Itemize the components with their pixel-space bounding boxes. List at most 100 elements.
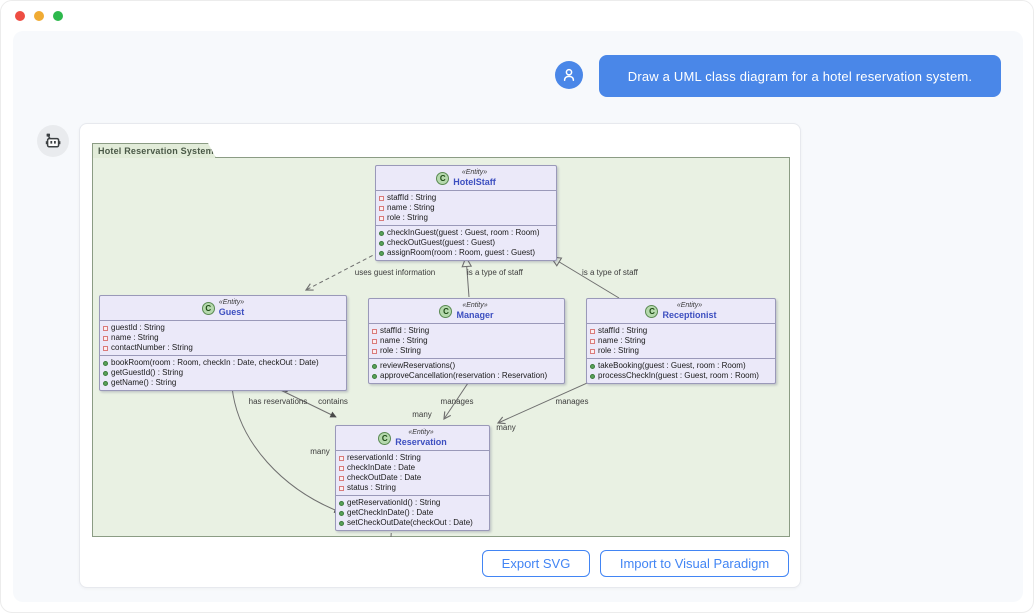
class-header: C «Entity» HotelStaff xyxy=(376,166,556,191)
operation-row: getCheckInDate() : Date xyxy=(339,508,486,518)
attributes-section: staffId : String name : String role : St… xyxy=(376,191,556,226)
operation-row: setCheckOutDate(checkOut : Date) xyxy=(339,518,486,528)
attribute-text: reservationId : String xyxy=(347,453,421,463)
class-name: Manager xyxy=(456,310,493,321)
export-svg-button[interactable]: Export SVG xyxy=(482,550,590,577)
operation-row: bookRoom(room : Room, checkIn : Date, ch… xyxy=(103,358,343,368)
generalization-receptionist[interactable] xyxy=(551,257,619,298)
class-hotelstaff[interactable]: C «Entity» HotelStaff staffId : String n… xyxy=(375,165,557,261)
operation-row: assignRoom(room : Room, guest : Guest) xyxy=(379,248,553,258)
operation-text: checkInGuest(guest : Guest, room : Room) xyxy=(387,228,540,238)
generalization-manager[interactable] xyxy=(466,257,469,297)
attribute-bullet-icon xyxy=(339,466,344,471)
attribute-text: role : String xyxy=(598,346,639,356)
maximize-button[interactable] xyxy=(53,11,63,21)
attribute-bullet-icon xyxy=(339,476,344,481)
user-message-bubble: Draw a UML class diagram for a hotel res… xyxy=(599,55,1001,97)
attribute-text: name : String xyxy=(380,336,428,346)
operation-text: getCheckInDate() : Date xyxy=(347,508,433,518)
operation-text: reviewReservations() xyxy=(380,361,455,371)
operation-text: setCheckOutDate(checkOut : Date) xyxy=(347,518,473,528)
class-manager[interactable]: C «Entity» Manager staffId : String name… xyxy=(368,298,565,384)
attributes-section: reservationId : String checkInDate : Dat… xyxy=(336,451,489,496)
operation-bullet-icon xyxy=(103,381,108,386)
attribute-text: checkInDate : Date xyxy=(347,463,415,473)
operations-section: takeBooking(guest : Guest, room : Room) … xyxy=(587,359,775,383)
operation-row: checkInGuest(guest : Guest, room : Room) xyxy=(379,228,553,238)
attribute-row: staffId : String xyxy=(379,193,553,203)
class-name: HotelStaff xyxy=(453,177,496,188)
attribute-bullet-icon xyxy=(103,346,108,351)
attribute-row: role : String xyxy=(372,346,561,356)
import-visual-paradigm-button[interactable]: Import to Visual Paradigm xyxy=(600,550,789,577)
robot-icon xyxy=(43,131,63,151)
attribute-row: role : String xyxy=(379,213,553,223)
edge-label-is-type-left: is a type of staff xyxy=(467,268,524,277)
class-reservation[interactable]: C «Entity» Reservation reservationId : S… xyxy=(335,425,490,531)
attribute-row: guestId : String xyxy=(103,323,343,333)
operations-section: reviewReservations() approveCancellation… xyxy=(369,359,564,383)
class-name: Receptionist xyxy=(662,310,716,321)
class-stereotype: «Entity» xyxy=(677,301,702,310)
operation-row: processCheckIn(guest : Guest, room : Roo… xyxy=(590,371,772,381)
class-stereotype: «Entity» xyxy=(462,301,487,310)
multiplicity-many-mid: many xyxy=(412,410,432,419)
operation-row: reviewReservations() xyxy=(372,361,561,371)
operation-text: takeBooking(guest : Guest, room : Room) xyxy=(598,361,746,371)
operation-bullet-icon xyxy=(103,361,108,366)
class-icon: C xyxy=(378,432,391,445)
class-receptionist[interactable]: C «Entity» Receptionist staffId : String… xyxy=(586,298,776,384)
operation-row: checkOutGuest(guest : Guest) xyxy=(379,238,553,248)
attribute-row: name : String xyxy=(372,336,561,346)
close-button[interactable] xyxy=(15,11,25,21)
operations-section: checkInGuest(guest : Guest, room : Room)… xyxy=(376,226,556,260)
attribute-row: checkInDate : Date xyxy=(339,463,486,473)
operation-text: getReservationId() : String xyxy=(347,498,440,508)
attribute-bullet-icon xyxy=(103,326,108,331)
operation-bullet-icon xyxy=(379,241,384,246)
minimize-button[interactable] xyxy=(34,11,44,21)
operation-text: checkOutGuest(guest : Guest) xyxy=(387,238,495,248)
operations-section: bookRoom(room : Room, checkIn : Date, ch… xyxy=(100,356,346,390)
attribute-text: name : String xyxy=(111,333,159,343)
operation-row: getName() : String xyxy=(103,378,343,388)
attribute-row: reservationId : String xyxy=(339,453,486,463)
attribute-bullet-icon xyxy=(339,486,344,491)
class-icon: C xyxy=(202,302,215,315)
class-guest[interactable]: C «Entity» Guest guestId : String name :… xyxy=(99,295,347,391)
class-name: Reservation xyxy=(395,437,447,448)
attribute-text: checkOutDate : Date xyxy=(347,473,421,483)
operation-row: takeBooking(guest : Guest, room : Room) xyxy=(590,361,772,371)
operation-bullet-icon xyxy=(372,374,377,379)
attribute-bullet-icon xyxy=(590,339,595,344)
attribute-text: guestId : String xyxy=(111,323,165,333)
class-icon: C xyxy=(436,172,449,185)
attribute-bullet-icon xyxy=(379,196,384,201)
class-header: C «Entity» Guest xyxy=(100,296,346,321)
attribute-text: staffId : String xyxy=(387,193,436,203)
person-icon xyxy=(561,67,577,83)
attribute-text: name : String xyxy=(598,336,646,346)
edge-label-uses: uses guest information xyxy=(355,268,436,277)
attribute-row: name : String xyxy=(103,333,343,343)
edge-label-manages-right: manages xyxy=(556,397,589,406)
attribute-bullet-icon xyxy=(590,349,595,354)
user-avatar xyxy=(555,61,583,89)
operation-text: getName() : String xyxy=(111,378,176,388)
attribute-bullet-icon xyxy=(372,339,377,344)
class-icon: C xyxy=(439,305,452,318)
attribute-text: role : String xyxy=(380,346,421,356)
operations-section: getReservationId() : String getCheckInDa… xyxy=(336,496,489,530)
attribute-bullet-icon xyxy=(379,216,384,221)
attributes-section: staffId : String name : String role : St… xyxy=(369,324,564,359)
attribute-text: role : String xyxy=(387,213,428,223)
class-stereotype: «Entity» xyxy=(219,298,244,307)
class-name: Guest xyxy=(219,307,245,318)
attribute-row: name : String xyxy=(590,336,772,346)
multiplicity-many-left: many xyxy=(310,447,330,456)
class-header: C «Entity» Reservation xyxy=(336,426,489,451)
class-header: C «Entity» Receptionist xyxy=(587,299,775,324)
operation-bullet-icon xyxy=(379,251,384,256)
attributes-section: guestId : String name : String contactNu… xyxy=(100,321,346,356)
